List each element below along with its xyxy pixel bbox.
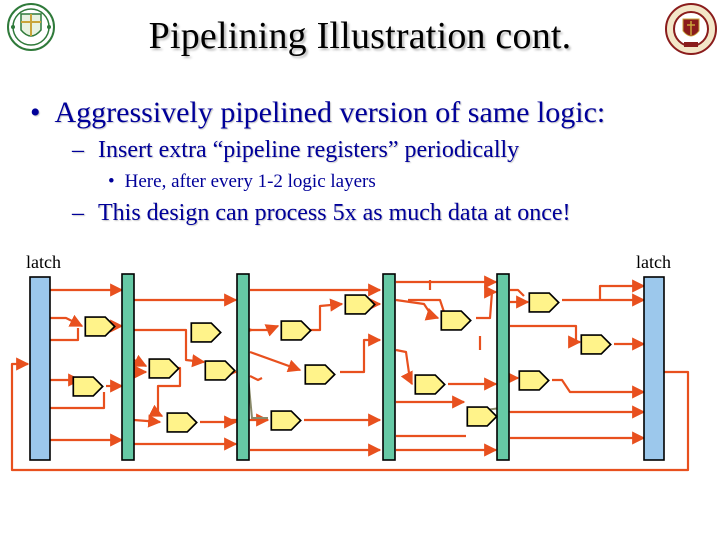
logic-gate [84,316,116,337]
wire [510,324,582,349]
wire [476,285,498,320]
wire [133,414,162,428]
logic-gate [518,370,550,391]
logic-gate [166,412,198,433]
bullet-level3: • Here, after every 1-2 logic layers [108,171,376,193]
logic-gate [440,310,472,331]
wire [249,350,302,373]
pipeline-register [121,273,135,461]
wire [132,354,148,367]
wire [250,324,280,337]
wire [340,333,382,374]
bullet-level2: –This design can process 5x as much data… [72,200,571,227]
bullet-level1: • Aggressively pipelined version of same … [30,96,605,130]
bullet-marker: • [108,171,115,192]
slide-title: Pipelining Illustration cont. [148,15,572,57]
wires [10,275,690,472]
logic-gate [414,374,446,395]
logic-gate [304,364,336,385]
logic-gate [190,322,222,343]
bullet-marker: – [72,137,84,163]
wire [395,348,413,386]
fsu-seal-maroon-icon [665,3,717,55]
bullet-marker: – [72,200,84,226]
wire [308,298,344,332]
logic-gate [72,376,104,397]
logic-gate [344,294,376,315]
logic-gate [148,358,180,379]
bullet-text: This design can process 5x as much data … [98,200,571,226]
bullet-text: Insert extra “pipeline registers” period… [98,137,520,163]
wire [408,298,446,313]
wire [134,328,206,368]
logic-gate [528,292,560,313]
logic-gate [270,410,302,431]
latch-left [29,276,51,461]
wire [48,392,106,410]
wire [48,314,84,327]
latch-left-label: latch [26,252,61,272]
latch-right-label: latch [636,252,671,272]
wire [395,298,440,321]
bullet-level2: –Insert extra “pipeline registers” perio… [72,137,519,164]
wire [552,378,646,399]
latch-right [643,276,665,461]
bullet-text: Here, after every 1-2 logic layers [124,171,376,192]
pipeline-register [236,273,250,461]
pipeline-diagram [10,273,690,472]
logic-gate [280,320,312,341]
wire [48,328,80,342]
bullet-marker: • [30,96,41,129]
pipeline-register [382,273,396,461]
wire [249,375,263,382]
university-seal-green-icon [7,3,55,51]
wire [510,288,525,297]
feedback-loop-wire [10,357,690,472]
bullet-text: Aggressively pipelined version of same l… [54,96,606,129]
logic-gate [580,334,612,355]
wire [598,279,646,300]
pipeline-register [496,273,510,461]
logic-gate [204,360,236,381]
